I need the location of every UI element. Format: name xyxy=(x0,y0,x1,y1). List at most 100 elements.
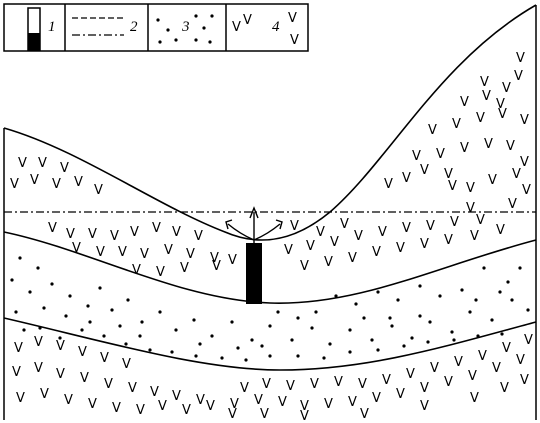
v-mark: V xyxy=(502,341,511,356)
dot-mark xyxy=(348,328,352,332)
v-mark: V xyxy=(498,107,507,122)
v-mark: V xyxy=(104,377,113,392)
v-mark: V xyxy=(88,227,97,242)
v-mark: V xyxy=(228,253,237,268)
v-mark: V xyxy=(402,221,411,236)
v-mark: V xyxy=(428,123,437,138)
dot-mark xyxy=(102,334,106,338)
legend-dot-pattern xyxy=(156,14,214,44)
v-mark: V xyxy=(284,243,293,258)
v-mark: V xyxy=(34,361,43,376)
dot-mark xyxy=(460,288,464,292)
dot-mark xyxy=(418,314,422,318)
dot-mark xyxy=(482,266,486,270)
dot-mark xyxy=(428,320,432,324)
dot-mark xyxy=(410,336,414,340)
v-mark: V xyxy=(60,161,69,176)
v-mark: V xyxy=(278,395,287,410)
dot-mark xyxy=(474,298,478,302)
v-mark: V xyxy=(496,97,505,112)
dot-mark xyxy=(58,336,62,340)
ground-surface xyxy=(3,4,537,241)
v-mark: V xyxy=(460,141,469,156)
dot-mark xyxy=(296,354,300,358)
dot-mark xyxy=(140,320,144,324)
dot-mark xyxy=(170,350,174,354)
v-mark: V xyxy=(14,341,23,356)
dot-mark xyxy=(334,294,338,298)
dot-mark xyxy=(438,294,442,298)
v-mark: V xyxy=(316,225,325,240)
dot-mark xyxy=(290,338,294,342)
v-mark: V xyxy=(470,229,479,244)
v-mark: V xyxy=(212,259,221,274)
v-mark: V xyxy=(172,389,181,404)
dot-mark xyxy=(314,310,318,314)
v-mark: V xyxy=(480,75,489,90)
v-mark: V xyxy=(194,229,203,244)
v-mark: V xyxy=(500,381,509,396)
legend-frame xyxy=(3,3,309,52)
v-mark: V xyxy=(444,233,453,248)
v-mark: V xyxy=(348,251,357,266)
dot-mark xyxy=(42,306,46,310)
v-mark: V xyxy=(478,349,487,364)
v-mark: V xyxy=(466,201,475,216)
v-mark: V xyxy=(384,177,393,192)
dot-mark xyxy=(236,346,240,350)
dot-mark xyxy=(322,356,326,360)
dot-mark xyxy=(526,308,530,312)
dot-mark xyxy=(450,330,454,334)
v-mark: V xyxy=(52,177,61,192)
v-mark: V xyxy=(514,69,523,84)
v-mark: V xyxy=(182,403,191,418)
v-mark: V xyxy=(286,379,295,394)
v-mark: V xyxy=(132,263,141,278)
v-mark: V xyxy=(310,377,319,392)
dot-mark xyxy=(244,358,248,362)
v-mark: V xyxy=(372,391,381,406)
layer-boundary-lower xyxy=(3,317,537,371)
v-mark: V xyxy=(164,243,173,258)
v-mark: V xyxy=(74,175,83,190)
dot-mark xyxy=(348,350,352,354)
v-mark: V xyxy=(186,247,195,262)
v-mark: V xyxy=(520,155,529,170)
dot-mark xyxy=(452,338,456,342)
dot-mark xyxy=(468,310,472,314)
v-mark: V xyxy=(38,156,47,171)
legend-number-2: 2 xyxy=(130,19,138,35)
dot-mark xyxy=(376,348,380,352)
v-mark: V xyxy=(406,367,415,382)
dot-mark xyxy=(268,324,272,328)
v-mark: V xyxy=(152,221,161,236)
dot-mark xyxy=(198,342,202,346)
v-mark: V xyxy=(492,361,501,376)
dot-mark xyxy=(210,334,214,338)
dot-mark xyxy=(370,338,374,342)
svg-text:V: V xyxy=(232,20,241,35)
legend-number-4: 4 xyxy=(272,19,280,35)
v-mark: V xyxy=(140,247,149,262)
v-mark: V xyxy=(396,241,405,256)
v-mark: V xyxy=(454,355,463,370)
v-mark: V xyxy=(468,369,477,384)
v-mark: V xyxy=(230,397,239,412)
v-mark: V xyxy=(56,339,65,354)
v-mark: V xyxy=(470,391,479,406)
dot-mark xyxy=(476,334,480,338)
v-mark: V xyxy=(324,255,333,270)
dot-mark xyxy=(80,328,84,332)
dot-mark xyxy=(64,314,68,318)
dot-mark xyxy=(426,340,430,344)
dot-mark xyxy=(354,302,358,306)
v-mark: V xyxy=(436,147,445,162)
v-mark: V xyxy=(520,373,529,388)
v-mark: V xyxy=(340,217,349,232)
v-mark: V xyxy=(290,219,299,234)
dot-mark xyxy=(402,344,406,348)
v-mark: V xyxy=(300,399,309,414)
dot-mark xyxy=(36,266,40,270)
